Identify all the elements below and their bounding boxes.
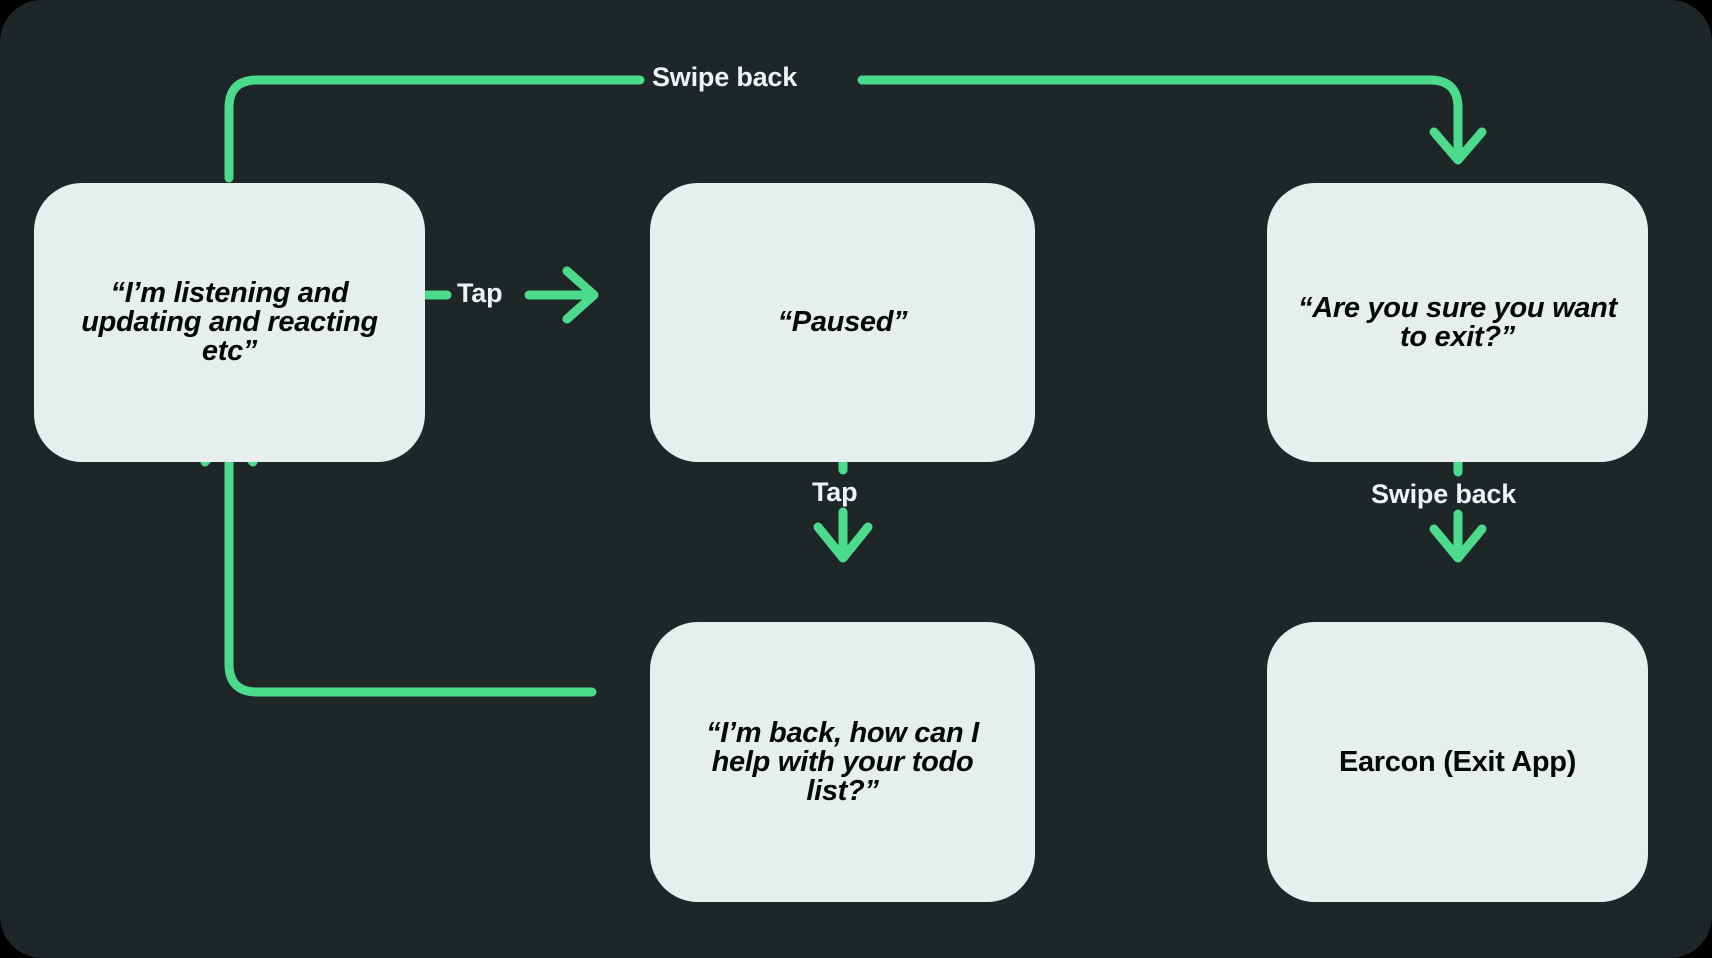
edge-label-swipe-back-top: Swipe back <box>652 62 798 92</box>
edge-label-swipe-back-vertical: Swipe back <box>1371 479 1517 509</box>
node-back-help-label: “I’m back, how can I help with your todo… <box>706 716 979 807</box>
node-back-help[interactable]: “I’m back, how can I help with your todo… <box>650 622 1035 902</box>
edge-tap-horizontal-arrowhead <box>562 266 599 324</box>
node-listening[interactable]: “I’m listening and updating and reacting… <box>34 183 425 462</box>
node-confirm-exit[interactable]: “Are you sure you want to exit?” <box>1267 183 1648 462</box>
edge-swipe-back-top-left-segment <box>224 75 645 183</box>
edge-swipe-back-vertical-arrowhead <box>1429 524 1487 563</box>
edge-label-tap-vertical: Tap <box>812 477 858 507</box>
node-listening-label: “I’m listening and updating and reacting… <box>81 277 378 367</box>
node-confirm-exit-label: “Are you sure you want to exit?” <box>1298 291 1617 353</box>
node-earcon[interactable]: Earcon (Exit App) <box>1267 622 1648 902</box>
edge-return-loop <box>224 457 597 697</box>
edge-label-tap-horizontal: Tap <box>457 278 503 308</box>
node-earcon-label: Earcon (Exit App) <box>1338 745 1577 778</box>
node-paused-label: “Paused” <box>777 306 908 338</box>
edge-tap-vertical-arrowhead <box>813 522 873 563</box>
edge-swipe-back-top-right-segment <box>857 75 1463 155</box>
node-paused[interactable]: “Paused” <box>650 183 1035 462</box>
edge-swipe-back-top-arrowhead <box>1429 127 1487 165</box>
